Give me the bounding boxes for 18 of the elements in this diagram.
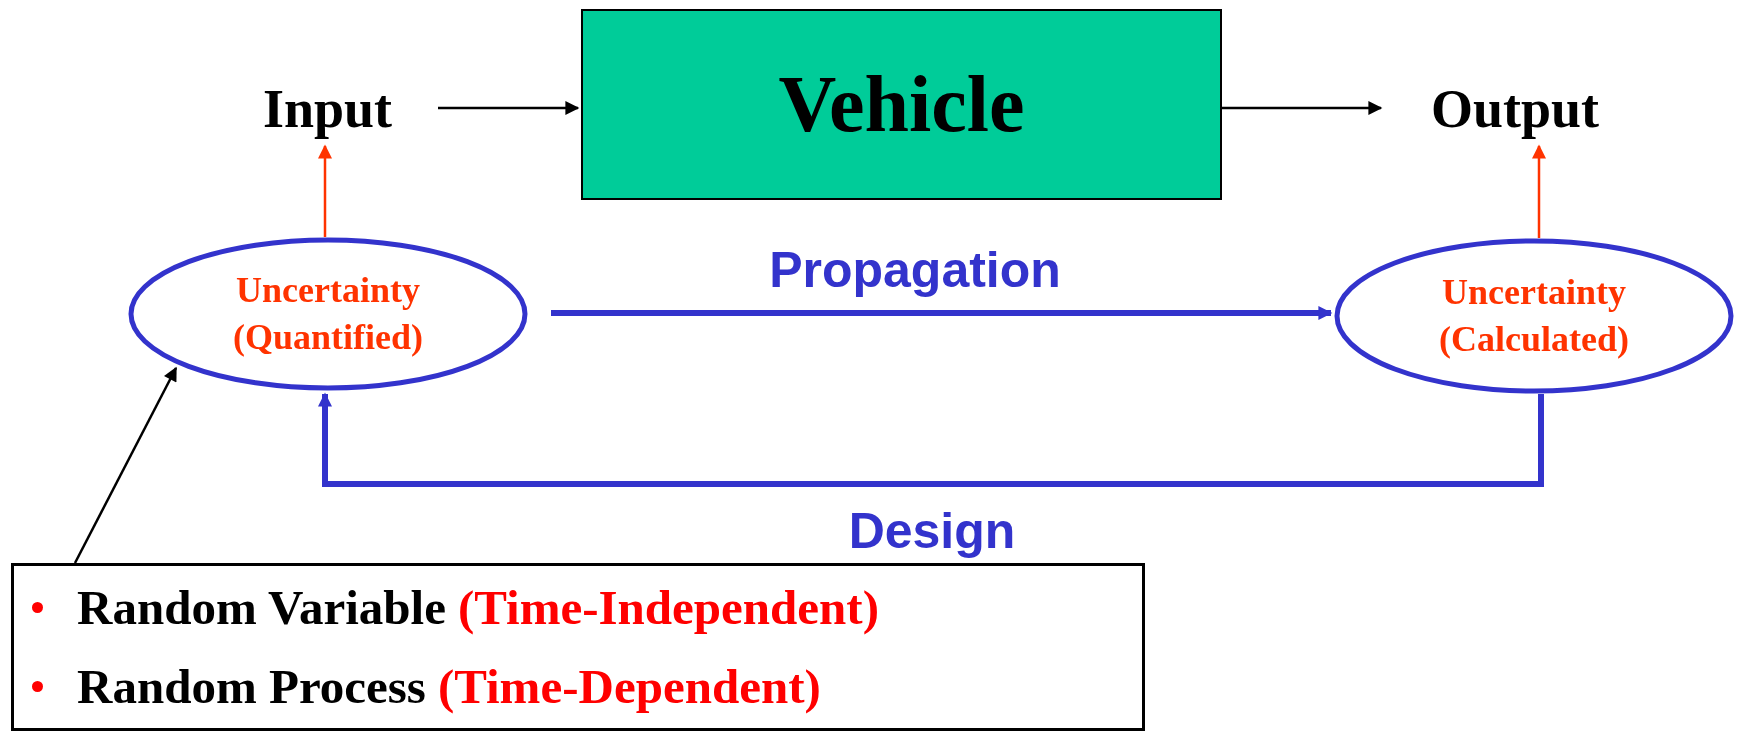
arrow: [73, 366, 178, 564]
arrow: [318, 144, 332, 237]
qualifier-text: (Time-Dependent): [437, 658, 821, 715]
box-title: Vehicle: [778, 59, 1025, 150]
arrow: [551, 306, 1333, 320]
arrow: [318, 392, 1544, 487]
process-box: [581, 9, 1222, 200]
node-text: Uncertainty (Calculated): [1438, 271, 1630, 361]
node-label: Input: [245, 75, 410, 143]
node-text: Uncertainty (Quantified): [232, 269, 424, 359]
item-text: Random Variable: [77, 579, 446, 636]
node-label: Output: [1410, 75, 1620, 143]
arrow: [1222, 101, 1383, 115]
item-text: Random Process: [77, 658, 426, 715]
arrow: [438, 101, 580, 115]
text-box: [11, 563, 1145, 731]
qualifier-text: (Time-Independent): [457, 579, 879, 636]
arrow: [1532, 144, 1546, 238]
